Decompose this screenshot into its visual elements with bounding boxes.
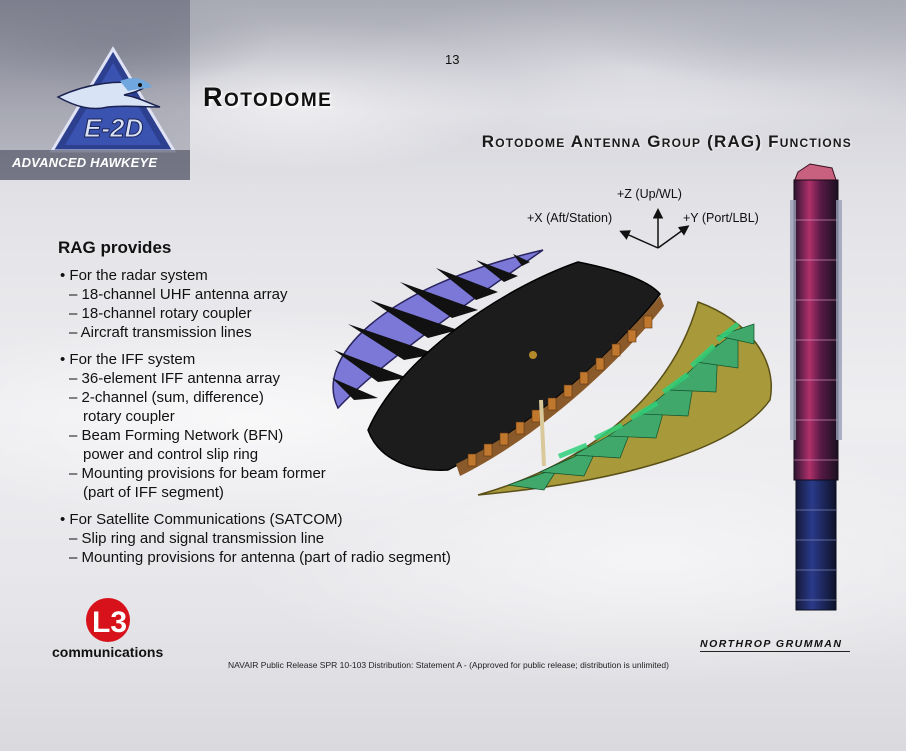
satcom-group: • For Satellite Communications (SATCOM) … (58, 510, 451, 567)
list-item: – 18-channel rotary coupler (69, 305, 252, 322)
iff-group: • For the IFF system – 36-element IFF an… (58, 350, 451, 502)
x-axis-label: +X (Aft/Station) (527, 211, 613, 225)
slide-subtitle: Rotodome Antenna Group (RAG) Functions (481, 132, 852, 151)
e2d-logo: E-2D (48, 45, 178, 180)
radome-body-part (367, 261, 661, 471)
coordinate-axes: +Z (Up/WL) +X (Aft/Station) +Y (Port/LBL… (525, 185, 785, 260)
rotodome-exploded-figure (308, 240, 778, 515)
l3-company-name: communications (52, 644, 164, 660)
e2d-emblem-text: E-2D (84, 113, 143, 143)
hawk-triangle-icon: E-2D (49, 46, 177, 153)
column-top (793, 163, 837, 183)
rotary-coupler-illustration (790, 163, 842, 611)
list-item: (part of IFF segment) (83, 484, 224, 501)
rotodome-illustration (332, 249, 772, 496)
logo-tagline: ADVANCED HAWKEYE (12, 155, 158, 170)
northrop-grumman-logo: NORTHROP GRUMMAN (700, 638, 843, 650)
list-item: • For the IFF system (60, 351, 196, 368)
l3-logo: L3 (52, 596, 172, 660)
radome-element-row (467, 315, 653, 467)
release-footer: NAVAIR Public Release SPR 10-103 Distrib… (228, 660, 669, 670)
list-item: – Aircraft transmission lines (69, 324, 252, 341)
iff-array-elements (558, 321, 740, 459)
list-item: – Slip ring and signal transmission line (69, 530, 325, 547)
list-item: • For the radar system (60, 267, 208, 284)
list-item: – Mounting provisions for beam former (69, 465, 326, 482)
dome-cover-part (332, 249, 544, 410)
y-axis-label: +Y (Port/LBL) (683, 211, 759, 225)
list-item: – 36-element IFF antenna array (69, 370, 280, 387)
column-upper (793, 179, 839, 481)
list-item: rotary coupler (83, 408, 175, 425)
rotary-coupler-column (780, 160, 850, 625)
l3-mark-text: L3 (92, 606, 127, 639)
axes-arrows (619, 208, 690, 249)
radar-group: • For the radar system – 18-channel UHF … (58, 266, 451, 342)
l3-mark-icon: L3 (86, 598, 130, 642)
radome-edge-part (456, 296, 664, 476)
list-heading: RAG provides (58, 238, 172, 257)
list-item: – 2-channel (sum, difference) (69, 389, 264, 406)
northrop-underline (700, 651, 850, 652)
logo-tag: ADVANCED HAWKEYE (0, 150, 190, 180)
rag-provides-list: RAG provides • For the radar system – 18… (58, 238, 451, 575)
slide-title: Rotodome (203, 82, 333, 112)
dome-cover-stripes (332, 254, 530, 400)
page-number: 13 (445, 52, 460, 67)
list-item: – Beam Forming Network (BFN) (69, 427, 284, 444)
list-item: • For Satellite Communications (SATCOM) (60, 511, 343, 528)
list-item: power and control slip ring (83, 446, 259, 463)
list-item: – 18-channel UHF antenna array (69, 286, 288, 303)
z-axis-label: +Z (Up/WL) (617, 187, 682, 201)
list-item: – Mounting provisions for antenna (part … (69, 549, 451, 566)
column-lower (795, 479, 837, 611)
